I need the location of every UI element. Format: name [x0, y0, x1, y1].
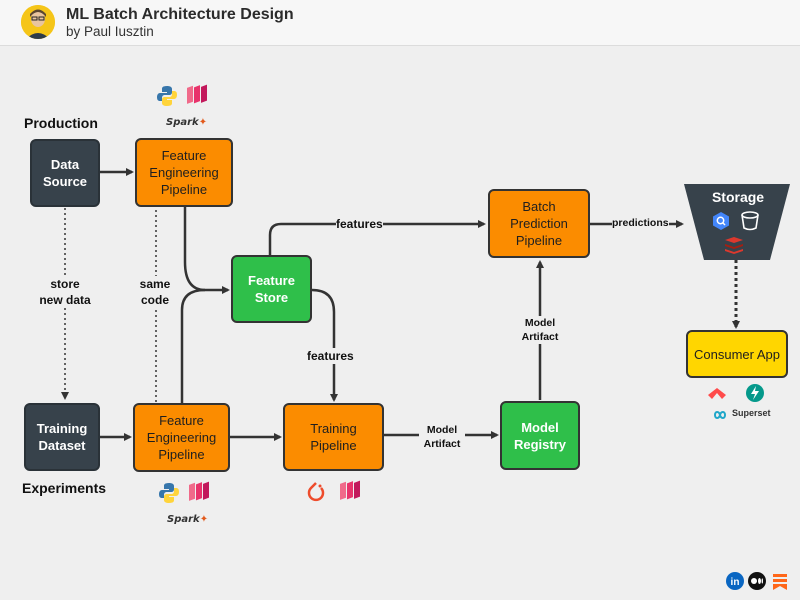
feature-store-label: Feature Store: [248, 273, 295, 305]
gcs-bucket-icon: [741, 211, 759, 231]
redis-icon: [725, 237, 743, 254]
training-dataset-label: Training Dataset: [36, 421, 88, 453]
medium-icon[interactable]: [748, 572, 766, 590]
consumer-app-node[interactable]: Consumer App: [686, 330, 788, 378]
header: ML Batch Architecture Design by Paul Ius…: [0, 0, 800, 46]
hopsworks-icon: [340, 480, 360, 500]
fastapi-icon: [746, 384, 764, 402]
superset-icon: [713, 411, 727, 419]
arrow-store-features-to-batch: [268, 220, 486, 255]
arrow-store-features-to-training: [311, 288, 338, 402]
spark-icon: ✦: [198, 117, 208, 128]
batch-prediction-label: Batch Prediction Pipeline: [510, 199, 568, 248]
storage-label: Storage: [711, 189, 765, 205]
data-source-label: Data Source: [42, 157, 88, 189]
spark-logo-top: Spark✦: [166, 117, 207, 128]
linkedin-icon[interactable]: in: [726, 572, 744, 590]
page-title: ML Batch Architecture Design: [66, 6, 294, 23]
spark-bottom-text: Spark: [167, 514, 200, 525]
hopsworks-icon: [189, 481, 209, 501]
hopsworks-icon: [187, 84, 207, 104]
feature-pipeline-top-node[interactable]: Feature Engineering Pipeline: [135, 138, 233, 207]
store-new-data-text: store new data: [39, 277, 91, 307]
python-icon: [157, 86, 177, 106]
feature-pipeline-bottom-label: Feature Engineering Pipeline: [146, 413, 217, 462]
training-pipeline-node[interactable]: Training Pipeline: [283, 403, 384, 471]
same-code-text: same code: [139, 277, 171, 307]
substack-icon[interactable]: [771, 572, 789, 590]
features-mid-label: features: [307, 348, 354, 364]
same-code-label: same code: [133, 276, 177, 308]
features-top-label: features: [336, 216, 383, 232]
arrow-feature-pipeline-to-store: [183, 206, 230, 294]
streamlit-icon: [708, 388, 726, 399]
page-subtitle: by Paul Iusztin: [66, 24, 154, 39]
production-label: Production: [24, 115, 98, 131]
spark-top-text: Spark: [166, 117, 199, 128]
consumer-app-label: Consumer App: [694, 346, 780, 362]
experiments-label: Experiments: [22, 480, 107, 496]
pytorch-icon: [307, 482, 325, 502]
feature-pipeline-top-label: Feature Engineering Pipeline: [149, 148, 219, 197]
author-photo-icon: [21, 5, 55, 39]
svg-text:in: in: [731, 577, 740, 588]
feature-pipeline-bottom-node[interactable]: Feature Engineering Pipeline: [133, 403, 230, 472]
bigquery-icon: [713, 212, 729, 230]
data-source-node[interactable]: Data Source: [30, 139, 100, 207]
model-artifact-top-label: Model Artifact: [517, 316, 563, 344]
training-dataset-node[interactable]: Training Dataset: [24, 403, 100, 471]
superset-logo: Superset: [732, 408, 771, 418]
spark-logo-bottom: Spark✦: [167, 514, 208, 525]
python-icon: [159, 483, 179, 503]
line-bottom-pipeline-to-store: [180, 288, 206, 403]
storage-shape: [684, 184, 790, 260]
feature-store-node[interactable]: Feature Store: [231, 255, 312, 323]
store-new-data-label: store new data: [38, 276, 92, 308]
spark-icon: ✦: [199, 514, 209, 525]
batch-prediction-node[interactable]: Batch Prediction Pipeline: [488, 189, 590, 258]
model-artifact-bottom-label: Model Artifact: [419, 423, 465, 451]
model-registry-label: Model Registry: [513, 419, 567, 452]
model-registry-node[interactable]: Model Registry: [500, 401, 580, 470]
predictions-label: predictions: [612, 216, 669, 230]
training-pipeline-label: Training Pipeline: [310, 421, 357, 453]
avatar: [21, 5, 55, 39]
